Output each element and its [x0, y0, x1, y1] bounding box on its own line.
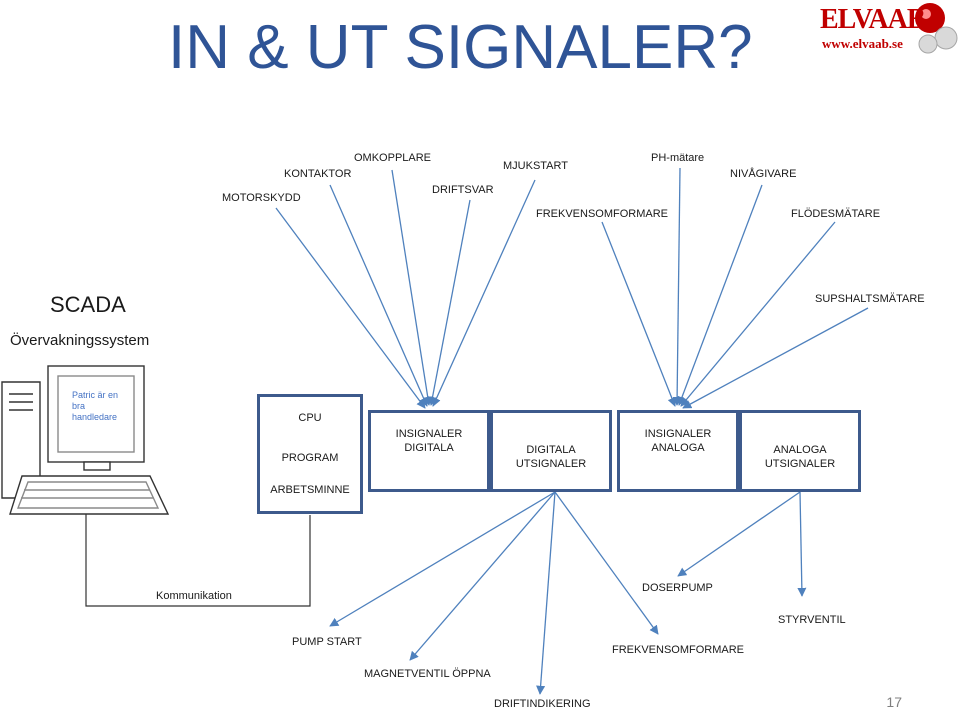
label-motorskydd: MOTORSKYDD [222, 192, 301, 204]
label-kommunikation: Kommunikation [154, 590, 234, 602]
program-label: PROGRAM [281, 452, 339, 464]
arbetsminne-label: ARBETSMINNE [270, 484, 350, 496]
label-styrventil: STYRVENTIL [778, 614, 846, 626]
label-frekvensomformare-out: FREKVENSOMFORMARE [612, 644, 745, 656]
digitala-utsignaler-box: DIGITALA UTSIGNALER [490, 410, 612, 492]
computer-icon [1, 365, 170, 515]
logo-url: www.elvaab.se [822, 36, 903, 51]
label-omkopplare: OMKOPPLARE [354, 152, 432, 164]
analoga-utsignaler-box: ANALOGA UTSIGNALER [739, 410, 861, 492]
label-doserpump: DOSERPUMP [642, 582, 713, 594]
elvaab-logo: ELVAAB www.elvaab.se [800, 2, 958, 62]
insignaler-digitala-box: INSIGNALER DIGITALA [368, 410, 490, 492]
label-nivagivare: NIVÅGIVARE [730, 168, 797, 180]
logo-name: ELVAAB [820, 4, 926, 35]
label-kontaktor: KONTAKTOR [284, 168, 352, 180]
monitor-text: Patric är en bra handledare [72, 390, 119, 422]
label-driftindikering: DRIFTINDIKERING [494, 698, 591, 710]
label-mjukstart: MJUKSTART [503, 160, 568, 172]
insignaler-analoga-box: INSIGNALER ANALOGA [617, 410, 739, 492]
label-supshaltsmatare: SUPSHALTSMÄTARE [815, 293, 925, 305]
label-ph-matare: PH-mätare [651, 152, 705, 164]
scada-title: SCADA [50, 292, 126, 317]
cpu-box: CPU PROGRAM ARBETSMINNE [257, 394, 363, 514]
page-number: 17 [886, 694, 902, 710]
cpu-label: CPU [298, 412, 322, 424]
label-pump-start: PUMP START [292, 636, 362, 648]
scada-subtitle: Övervakningssystem [10, 332, 150, 349]
label-frekvensomformare-in: FREKVENSOMFORMARE [536, 208, 669, 220]
label-flodesmatare: FLÖDESMÄTARE [791, 208, 881, 220]
label-driftsvar: DRIFTSVAR [432, 184, 494, 196]
label-magnetventil: MAGNETVENTIL ÖPPNA [364, 668, 491, 680]
page-title: IN & UT SIGNALER? [168, 13, 753, 82]
